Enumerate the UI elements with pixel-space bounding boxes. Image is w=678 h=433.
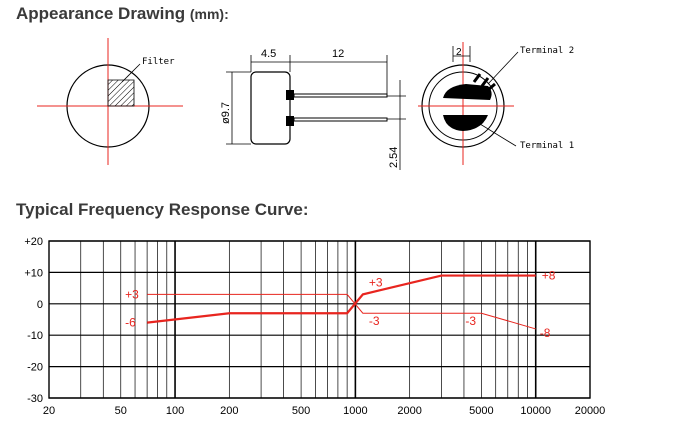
x-tick-label: 200 (220, 405, 238, 417)
back-view: 2 Terminal 2 Terminal 1 (418, 42, 574, 165)
annotation-label: +8 (542, 269, 556, 283)
y-tick-label: -10 (27, 330, 43, 342)
dim-4-5: 4.5 (261, 48, 276, 60)
appearance-unit: (mm): (189, 6, 229, 22)
pin-stub-top (286, 90, 294, 100)
chart-grid (48, 240, 591, 399)
chart-series (146, 274, 536, 330)
y-tick-label: 0 (37, 299, 43, 311)
annotation-label: -3 (465, 314, 476, 328)
terminal-1-pad (443, 115, 488, 131)
x-tick-label: 5000 (469, 405, 493, 417)
terminal-2-leader (487, 51, 519, 85)
x-tick-label: 20 (43, 405, 55, 417)
terminal-2-pad (443, 84, 492, 100)
x-tick-label: 100 (166, 405, 184, 417)
annotation-label: +3 (369, 275, 383, 289)
appearance-drawing: Filter 4.5 12 ø9.7 2.54 (37, 38, 574, 170)
side-view: 4.5 12 ø9.7 2.54 (220, 48, 406, 170)
series-line-1 (146, 274, 536, 324)
y-tick-label: -30 (27, 393, 43, 405)
y-tick-label: +10 (24, 267, 43, 279)
appearance-title: Appearance Drawing (16, 4, 186, 23)
annotation-label: -8 (540, 326, 551, 340)
x-tick-label: 1000 (343, 405, 367, 417)
front-view: Filter (37, 38, 183, 165)
filter-label: Filter (142, 57, 175, 67)
y-tick-label: -20 (27, 362, 43, 374)
pin-top (293, 93, 388, 98)
x-tick-label: 500 (292, 405, 310, 417)
chart-annotations: +3 -6 +3 -3 -3 +8 -8 (125, 269, 556, 340)
x-tick-label: 2000 (397, 405, 421, 417)
dim-phi9-7: ø9.7 (220, 102, 232, 124)
x-tick-label: 20000 (575, 405, 606, 417)
filter-leader (121, 63, 141, 83)
annotation-label: -6 (125, 316, 136, 330)
y-tick-label: +20 (24, 236, 43, 248)
curve-title: Typical Frequency Response Curve: (16, 200, 309, 219)
curve-heading: Typical Frequency Response Curve: (16, 200, 309, 220)
dim-2: 2 (456, 47, 462, 58)
side-body (250, 71, 291, 145)
terminal-2-fins (472, 73, 496, 92)
appearance-heading: Appearance Drawing (mm): (16, 4, 229, 24)
annotation-label: +3 (125, 287, 139, 301)
terminal-2-label: Terminal 2 (520, 46, 574, 56)
x-tick-label: 50 (115, 405, 127, 417)
pin-bottom (293, 117, 388, 122)
x-tick-label: 10000 (520, 405, 551, 417)
terminal-1-label: Terminal 1 (520, 141, 574, 151)
dim-2-54: 2.54 (388, 147, 400, 168)
filter-hatch (107, 79, 135, 107)
dim-12: 12 (332, 48, 344, 60)
annotation-label: -3 (369, 314, 380, 328)
terminal-1-leader (479, 123, 517, 147)
series-line-2 (147, 293, 536, 330)
pin-stub-bottom (286, 116, 294, 126)
